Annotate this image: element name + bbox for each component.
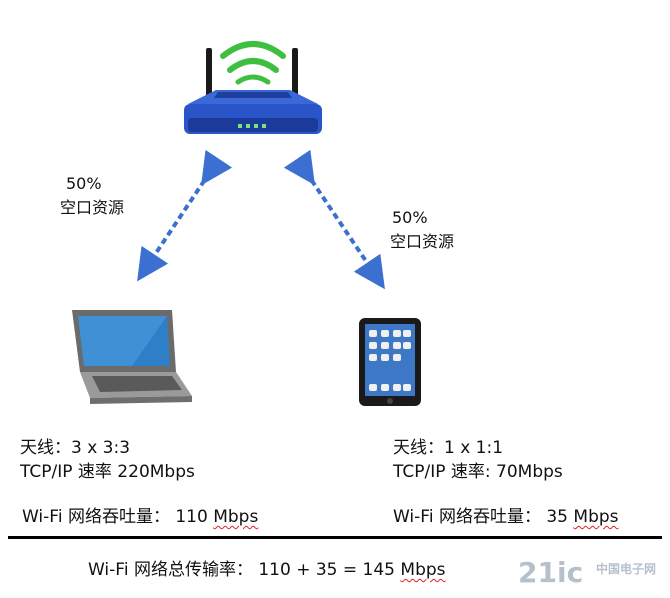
total-throughput: Wi-Fi 网络总传输率： 110 + 35 = 145 Mbps <box>88 560 446 580</box>
total-throughput-unit: Mbps <box>400 560 446 580</box>
laptop-antenna-spec: 天线：3 x 3:3 <box>20 438 131 458</box>
laptop-icon <box>72 310 192 404</box>
laptop-throughput-unit: Mbps <box>213 507 259 527</box>
left-link-arrow <box>137 149 233 282</box>
laptop-throughput: Wi-Fi 网络吞吐量： 110 Mbps <box>22 507 259 527</box>
tablet-tcp-rate: TCP/IP 速率: 70Mbps <box>393 462 563 482</box>
tablet-throughput-unit: Mbps <box>573 507 619 527</box>
right-link-arrow <box>283 149 385 290</box>
laptop-tcp-rate: TCP/IP 速率 220Mbps <box>20 462 195 482</box>
divider-line <box>8 536 662 539</box>
router-icon <box>184 41 322 134</box>
right-airtime-percent: 50% <box>392 208 428 227</box>
watermark-logo: 21ic 中国电子网 <box>518 556 657 589</box>
left-airtime-percent: 50% <box>66 174 102 193</box>
tablet-antenna-spec: 天线：1 x 1:1 <box>393 438 504 458</box>
left-airtime-label: 空口资源 <box>60 198 125 217</box>
right-airtime-label: 空口资源 <box>390 232 455 251</box>
tablet-icon <box>359 318 421 406</box>
tablet-throughput: Wi-Fi 网络吞吐量： 35 Mbps <box>393 507 619 527</box>
